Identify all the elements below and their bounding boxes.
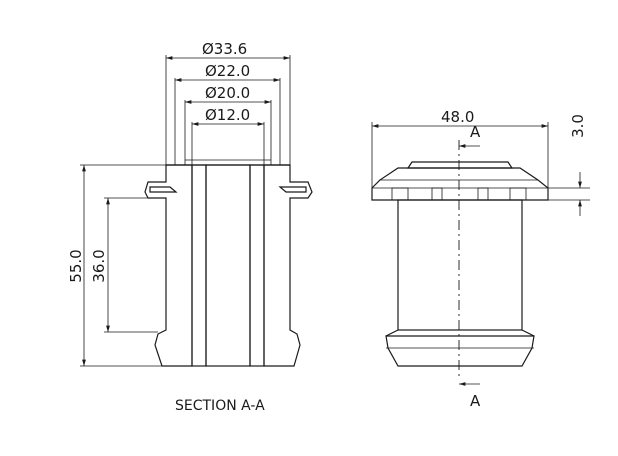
- dim-flange-text: 3.0: [569, 114, 587, 138]
- dim-width: [371, 122, 549, 188]
- section-left-body: [144, 164, 193, 367]
- section-mark-top: A: [470, 123, 481, 141]
- bore: [205, 164, 251, 367]
- dim-height-total-text: 55.0: [67, 249, 85, 282]
- dim-outer-dia-text: Ø33.6: [202, 40, 247, 58]
- dim-dia-12-text: Ø12.0: [205, 106, 250, 124]
- section-right-body: [263, 164, 313, 367]
- side-view: [371, 140, 549, 386]
- dim-dia-20-text: Ø20.0: [205, 84, 250, 102]
- sleeve-left: [191, 164, 207, 367]
- dim-height-inner-text: 36.0: [90, 249, 108, 282]
- dim-width-text: 48.0: [441, 108, 474, 126]
- section-view: [144, 159, 313, 367]
- section-mark-bottom: A: [470, 392, 481, 410]
- section-caption: SECTION A-A: [175, 398, 265, 414]
- dim-diameters: [165, 55, 291, 165]
- sleeve-right: [249, 164, 265, 367]
- dim-heights: [80, 164, 166, 367]
- dim-flange: [548, 172, 590, 216]
- dim-dia-22-text: Ø22.0: [205, 62, 250, 80]
